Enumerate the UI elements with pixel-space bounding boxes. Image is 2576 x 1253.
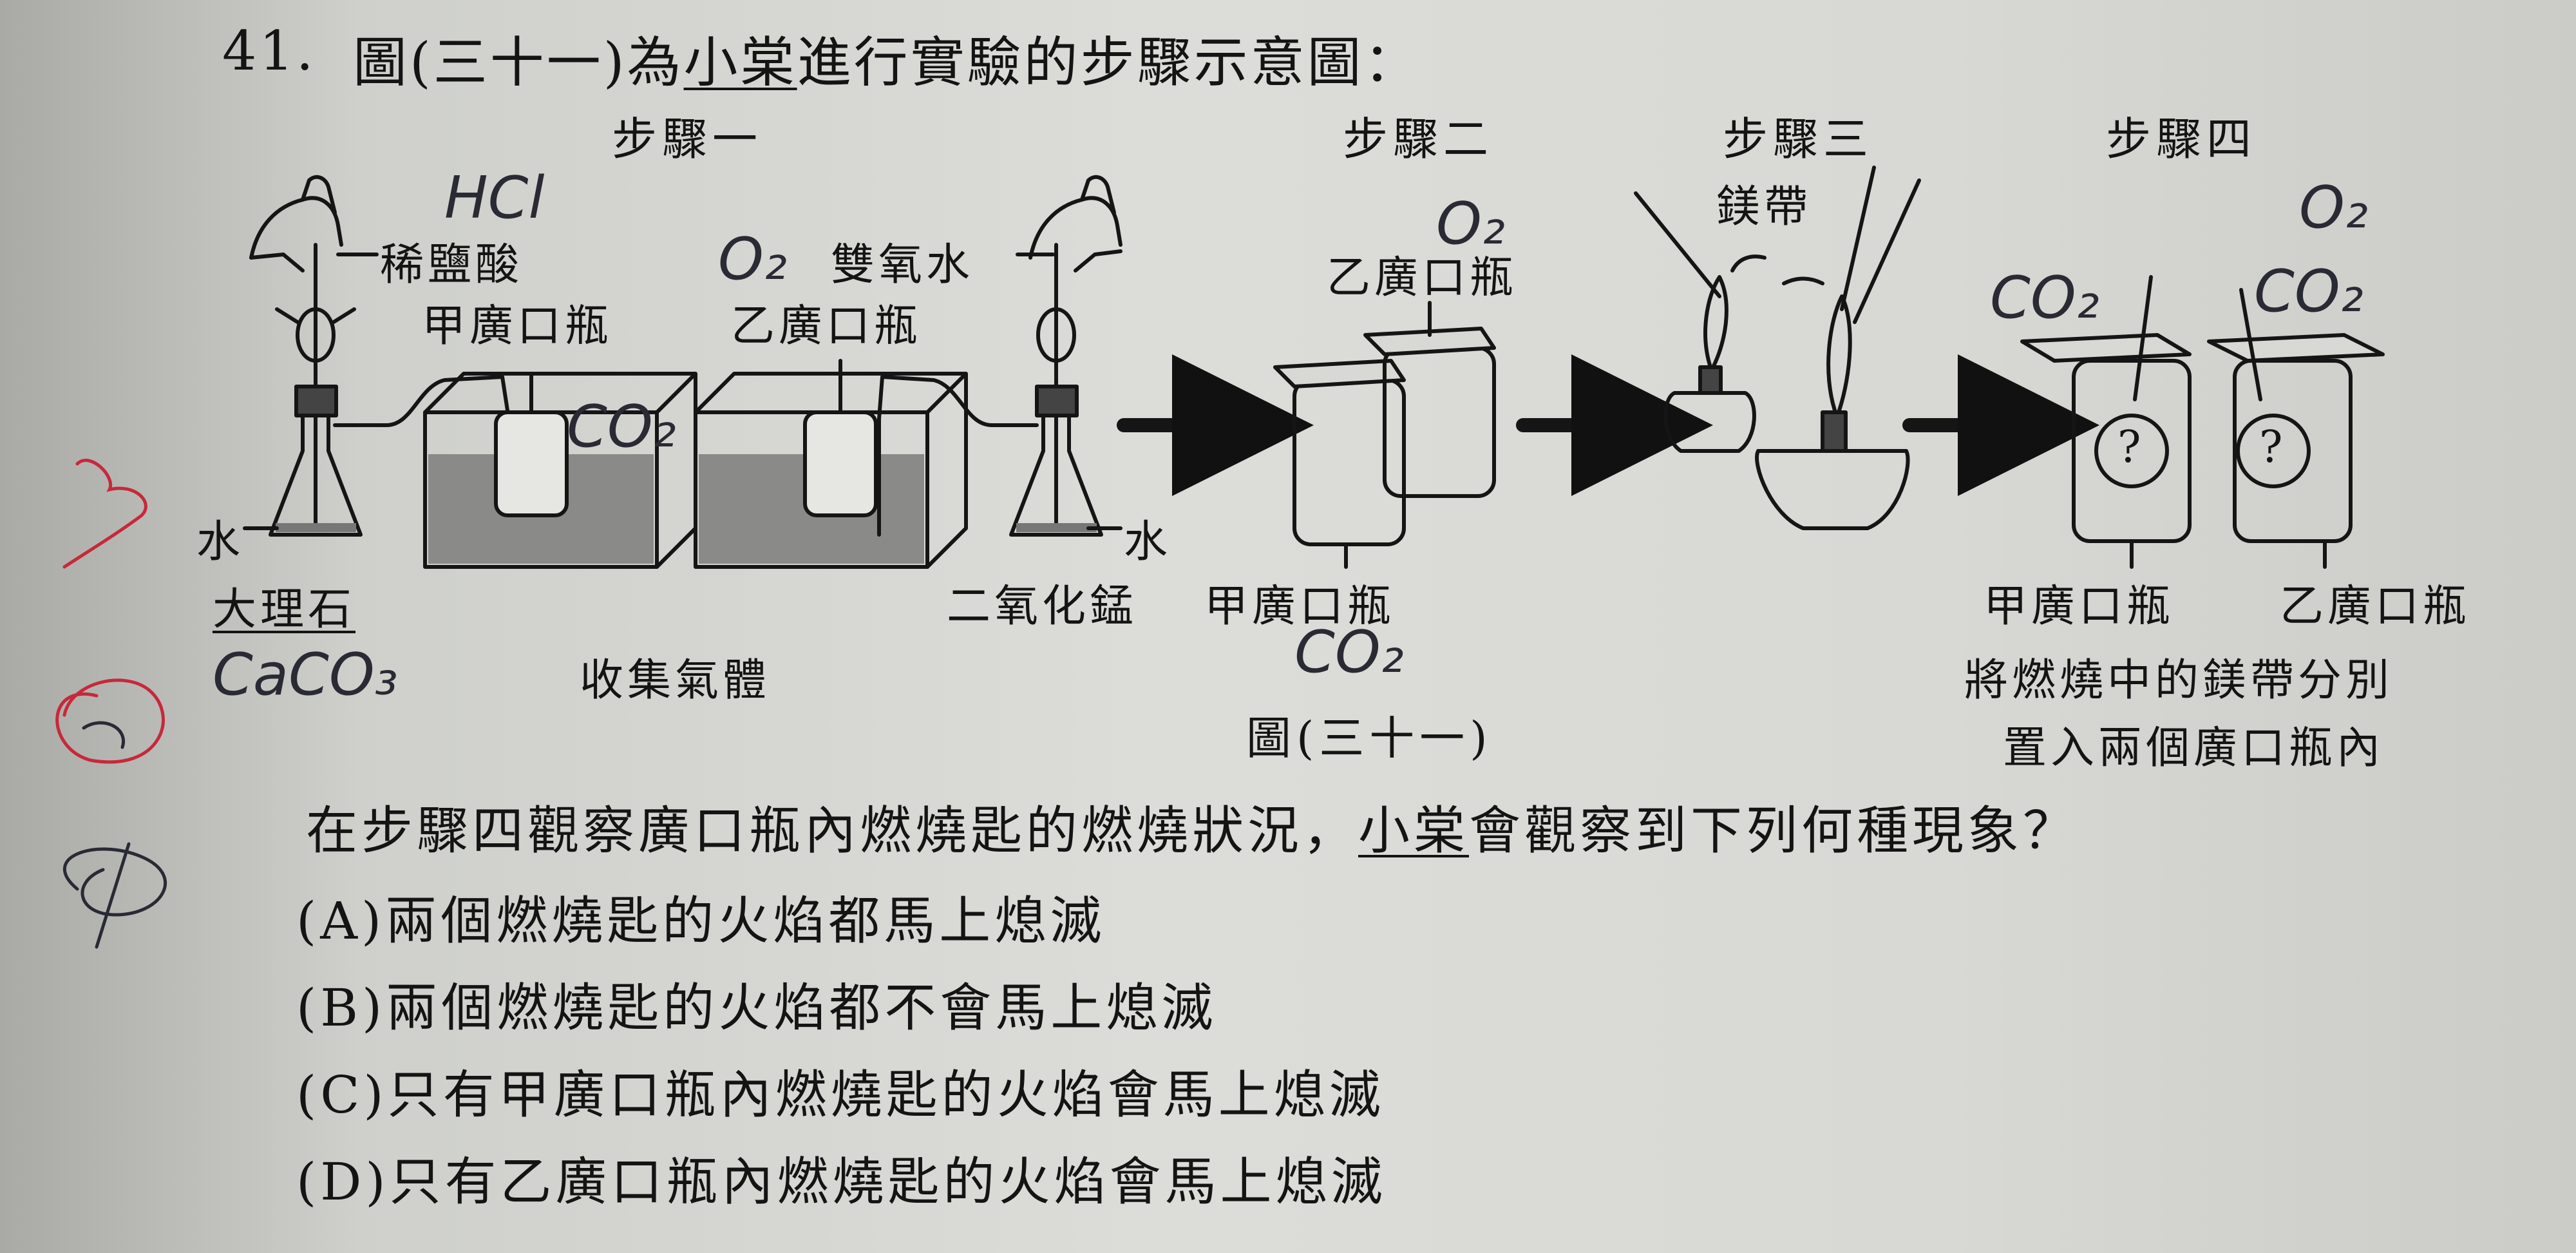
label-water-right: 水 (1124, 517, 1172, 568)
question-stem-name: 小棠 (1358, 801, 1469, 861)
step2-title: 步驟二 (1343, 113, 1493, 166)
label-h2o2: 雙氧水 (831, 240, 974, 291)
figure-caption: 圖(三十一) (1246, 712, 1493, 765)
step4-jars (2020, 275, 2385, 569)
question-mark-jia: ? (2117, 422, 2145, 473)
step4-note-line2: 置入兩個廣口瓶內 (2003, 723, 2385, 774)
step4-note-line1: 將燃燒中的鎂帶分別 (1964, 655, 2394, 706)
label-step2-jar-yi: 乙廣口瓶 (1327, 253, 1518, 303)
right-conical-flask (877, 175, 1122, 537)
title-pre: 圖(三十一)為 (353, 31, 684, 94)
question-title: 圖(三十一)為小棠進行實驗的步驟示意圖： (353, 19, 1421, 97)
label-mg-ribbon: 鎂帶 (1716, 182, 1812, 233)
label-water-left: 水 (196, 517, 245, 568)
question-stem: 在步驟四觀察廣口瓶內燃燒匙的燃燒狀況，小棠會觀察到下列何種現象？ (306, 789, 2078, 864)
handwritten-o2-c: O₂ (2299, 174, 2368, 242)
trough-1 (423, 372, 697, 569)
label-mno2: 二氧化錳 (947, 581, 1138, 632)
option-b[interactable]: (B)兩個燃燒匙的火焰都不會馬上熄滅 (296, 978, 1217, 1038)
label-step4-jar-yi: 乙廣口瓶 (2280, 581, 2471, 632)
title-name: 小棠 (683, 31, 797, 94)
question-mark-yi: ? (2259, 422, 2287, 473)
label-marble: 大理石 (213, 584, 356, 635)
label-step2-jar-jia: 甲廣口瓶 (1204, 581, 1396, 632)
handwritten-o2-a: O₂ (718, 225, 787, 293)
label-step4-jar-jia: 甲廣口瓶 (1984, 581, 2175, 632)
step2-jars (1273, 301, 1496, 569)
option-c[interactable]: (C)只有甲廣口瓶內燃燒匙的火焰會馬上熄滅 (296, 1065, 1385, 1125)
option-a[interactable]: (A)兩個燃燒匙的火焰都馬上熄滅 (296, 891, 1106, 951)
handwritten-co2-b: CO₂ (1294, 618, 1404, 686)
label-jar-yi: 乙廣口瓶 (731, 301, 922, 352)
handwritten-caco3: CaCO₃ (213, 641, 398, 709)
question-number: 41. (222, 19, 316, 82)
handwritten-o2-b: O₂ (1436, 190, 1505, 258)
label-collect-gas: 收集氣體 (580, 655, 771, 706)
title-post: 進行實驗的步驟示意圖： (797, 31, 1421, 94)
handwritten-hcl: HCl (444, 164, 545, 232)
handwritten-co2-c: CO₂ (1990, 264, 2099, 332)
handwritten-co2-d: CO₂ (2254, 258, 2363, 325)
step4-title: 步驟四 (2106, 113, 2257, 166)
step3-lamps (1634, 166, 1921, 530)
left-conical-flask (243, 175, 511, 537)
step3-title: 步驟三 (1723, 113, 1873, 166)
step1-title: 步驟一 (612, 113, 762, 166)
label-dilute-hcl: 稀鹽酸 (380, 240, 524, 291)
handwritten-co2-a: CO₂ (567, 393, 676, 461)
question-stem-pre: 在步驟四觀察廣口瓶內燃燒匙的燃燒狀況， (306, 801, 1358, 861)
question-stem-post: 會觀察到下列何種現象？ (1469, 801, 2078, 861)
option-d[interactable]: (D)只有乙廣口瓶內燃燒匙的火焰會馬上熄滅 (296, 1152, 1387, 1212)
trough-2 (694, 359, 968, 569)
label-jar-jia: 甲廣口瓶 (422, 301, 613, 352)
handwritten-marks (55, 459, 167, 949)
